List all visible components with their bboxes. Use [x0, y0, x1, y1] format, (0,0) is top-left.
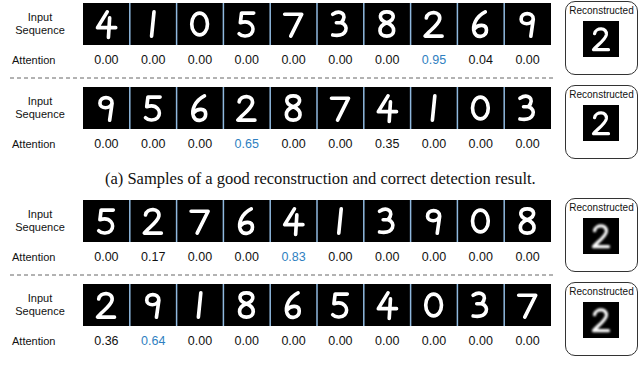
attention-weight: 0.00 [504, 137, 551, 152]
attention-weight: 0.00 [177, 334, 224, 349]
attention-weight: 0.00 [504, 334, 551, 349]
attention-weight: 0.00 [411, 334, 458, 349]
attention-weight: 0.00 [83, 53, 130, 68]
attention-weight: 0.04 [457, 53, 504, 68]
attention-weight: 0.00 [364, 250, 411, 265]
attention-weight: 0.00 [317, 250, 364, 265]
attention-weight: 0.65 [223, 137, 270, 152]
attention-weight: 0.83 [270, 250, 317, 265]
row-label: Attention [12, 251, 55, 264]
attention-weight: 0.95 [411, 53, 458, 68]
attention-weight: 0.35 [364, 137, 411, 152]
attention-weight: 0.00 [223, 250, 270, 265]
attention-weight: 0.00 [130, 53, 177, 68]
row-label: Input Sequence [6, 11, 74, 37]
attention-weight: 0.00 [364, 334, 411, 349]
attention-weight: 0.00 [411, 250, 458, 265]
box-title: Reconstructed [566, 286, 637, 298]
attention-weight: 0.00 [317, 334, 364, 349]
attention-weight: 0.00 [457, 334, 504, 349]
reconstruction-box: Reconstructed [565, 85, 638, 159]
attention-weight: 0.00 [177, 250, 224, 265]
box-title: Reconstructed [566, 89, 637, 101]
row-label: Attention [12, 335, 55, 348]
attention-weight: 0.64 [130, 334, 177, 349]
row-label: Input Sequence [6, 208, 74, 234]
attention-weight: 0.00 [317, 137, 364, 152]
subfigure-caption: (a) Samples of a good reconstruction and… [105, 169, 536, 189]
attention-weight: 0.00 [504, 250, 551, 265]
attention-weight: 0.00 [270, 334, 317, 349]
attention-weight: 0.00 [457, 250, 504, 265]
attention-weight: 0.00 [177, 137, 224, 152]
row-label: Input Sequence [6, 95, 74, 121]
row-label: Input Sequence [6, 292, 74, 318]
attention-weight: 0.00 [364, 53, 411, 68]
attention-weight: 0.00 [270, 137, 317, 152]
attention-weight: 0.00 [270, 53, 317, 68]
reconstruction-box: Reconstructed [565, 198, 638, 272]
attention-weight: 0.00 [504, 53, 551, 68]
reconstruction-box: Reconstructed [565, 282, 638, 356]
reconstruction-box: Reconstructed [565, 1, 638, 75]
attention-weight: 0.00 [83, 137, 130, 152]
attention-weight: 0.00 [177, 53, 224, 68]
attention-weight: 0.00 [130, 137, 177, 152]
attention-weight: 0.36 [83, 334, 130, 349]
row-label: Attention [12, 138, 55, 151]
attention-weight: 0.00 [223, 53, 270, 68]
attention-weight: 0.00 [317, 53, 364, 68]
attention-weight: 0.17 [130, 250, 177, 265]
row-label: Attention [12, 54, 55, 67]
box-title: Reconstructed [566, 5, 637, 17]
attention-weight: 0.00 [223, 334, 270, 349]
attention-weight: 0.00 [457, 137, 504, 152]
attention-weight: 0.00 [411, 137, 458, 152]
box-title: Reconstructed [566, 202, 637, 214]
attention-weight: 0.00 [83, 250, 130, 265]
